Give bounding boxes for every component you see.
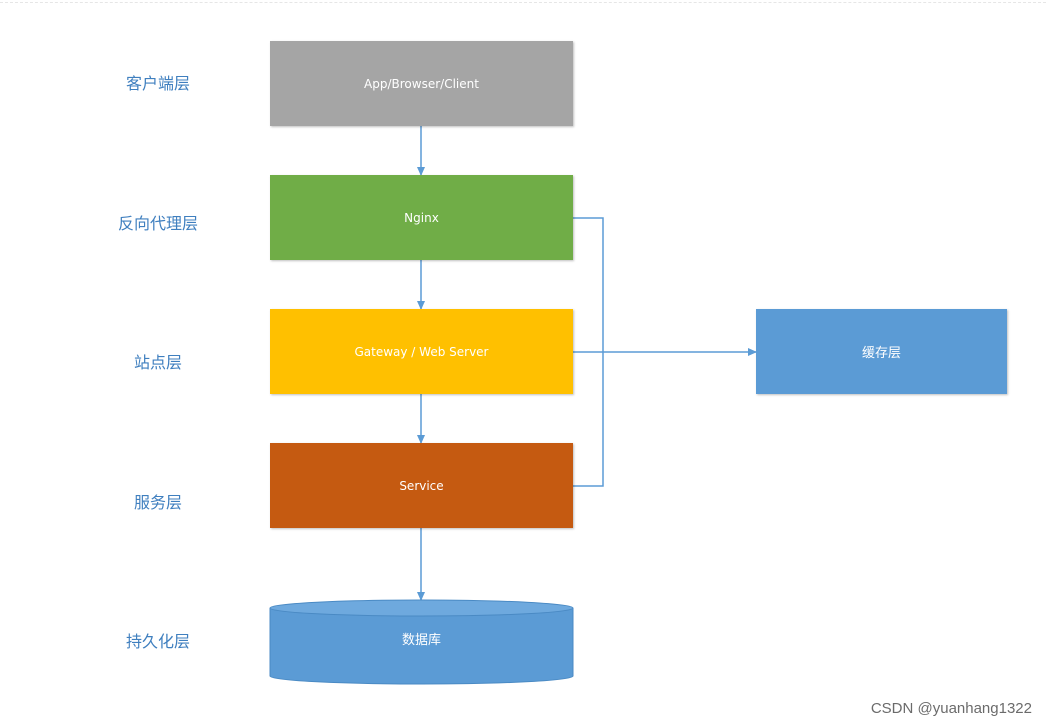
database-cylinder [269, 599, 574, 685]
gateway-box: Gateway / Web Server [270, 309, 573, 394]
cache-box-label: 缓存层 [861, 346, 901, 361]
nginx-box-label: Nginx [404, 210, 439, 225]
connector-service-bus [573, 352, 604, 487]
nginx-box: Nginx [270, 175, 573, 260]
service-box-label: Service [399, 478, 444, 493]
database-label: 数据库 [401, 633, 441, 648]
top-border [0, 2, 1046, 3]
layer-label-client: 客户端层 [125, 74, 190, 93]
gateway-box-label: Gateway / Web Server [354, 344, 489, 359]
client-box: App/Browser/Client [270, 41, 573, 126]
layer-label-service: 服务层 [133, 493, 182, 512]
cache-box: 缓存层 [756, 309, 1007, 394]
layer-label-proxy: 反向代理层 [117, 214, 198, 233]
connector-nginx-bus [573, 217, 604, 352]
client-box-label: App/Browser/Client [364, 76, 479, 91]
layer-label-persistence: 持久化层 [125, 632, 190, 651]
layer-label-site: 站点层 [133, 353, 182, 372]
watermark: CSDN @yuanhang1322 [870, 700, 1032, 717]
service-box: Service [270, 443, 573, 528]
